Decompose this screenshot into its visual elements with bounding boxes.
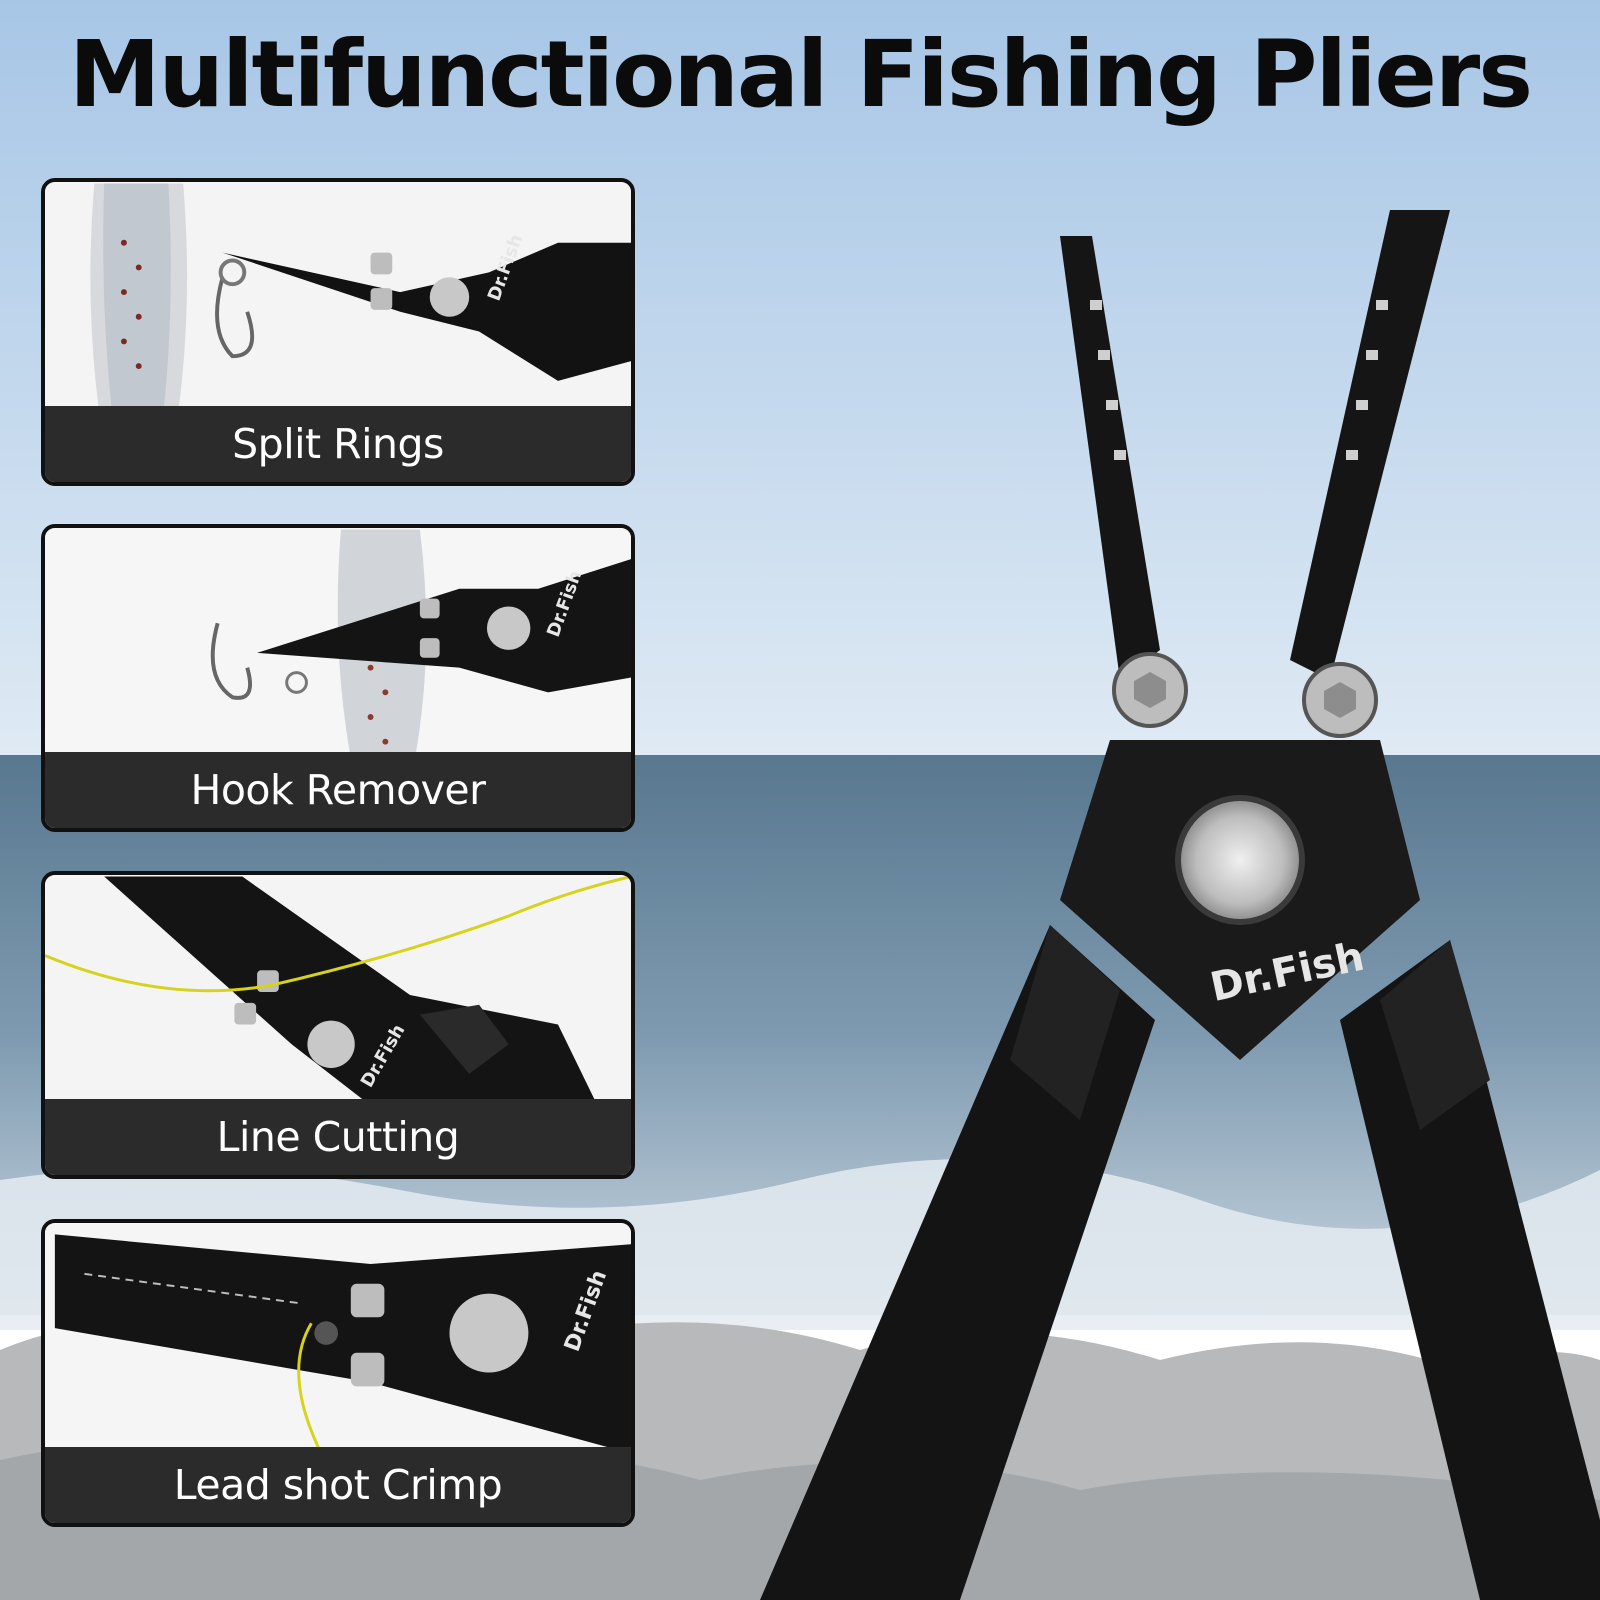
- feature-panel-hook-remover: Dr.Fish Hook Remover: [41, 524, 635, 832]
- page-title: Multifunctional Fishing Pliers: [68, 21, 1533, 128]
- feature-panel-line-cutting: Dr.Fish Line Cutting: [41, 871, 635, 1179]
- feature-caption: Split Rings: [45, 406, 631, 482]
- feature-caption: Hook Remover: [45, 752, 631, 828]
- feature-caption: Lead shot Crimp: [45, 1447, 631, 1523]
- split-rings-photo: Dr.Fish: [45, 183, 631, 413]
- lead-shot-crimp-photo: Dr.Fish: [45, 1224, 631, 1455]
- feature-panel-split-rings: Dr.Fish Split Rings: [41, 178, 635, 486]
- pliers-illustration: Dr.Fish: [760, 210, 1600, 1600]
- line-cutting-photo: Dr.Fish: [45, 875, 631, 1106]
- feature-panel-lead-shot-crimp: Dr.Fish Lead shot Crimp: [41, 1219, 635, 1527]
- hook-remover-photo: Dr.Fish: [45, 529, 631, 759]
- feature-caption: Line Cutting: [45, 1099, 631, 1175]
